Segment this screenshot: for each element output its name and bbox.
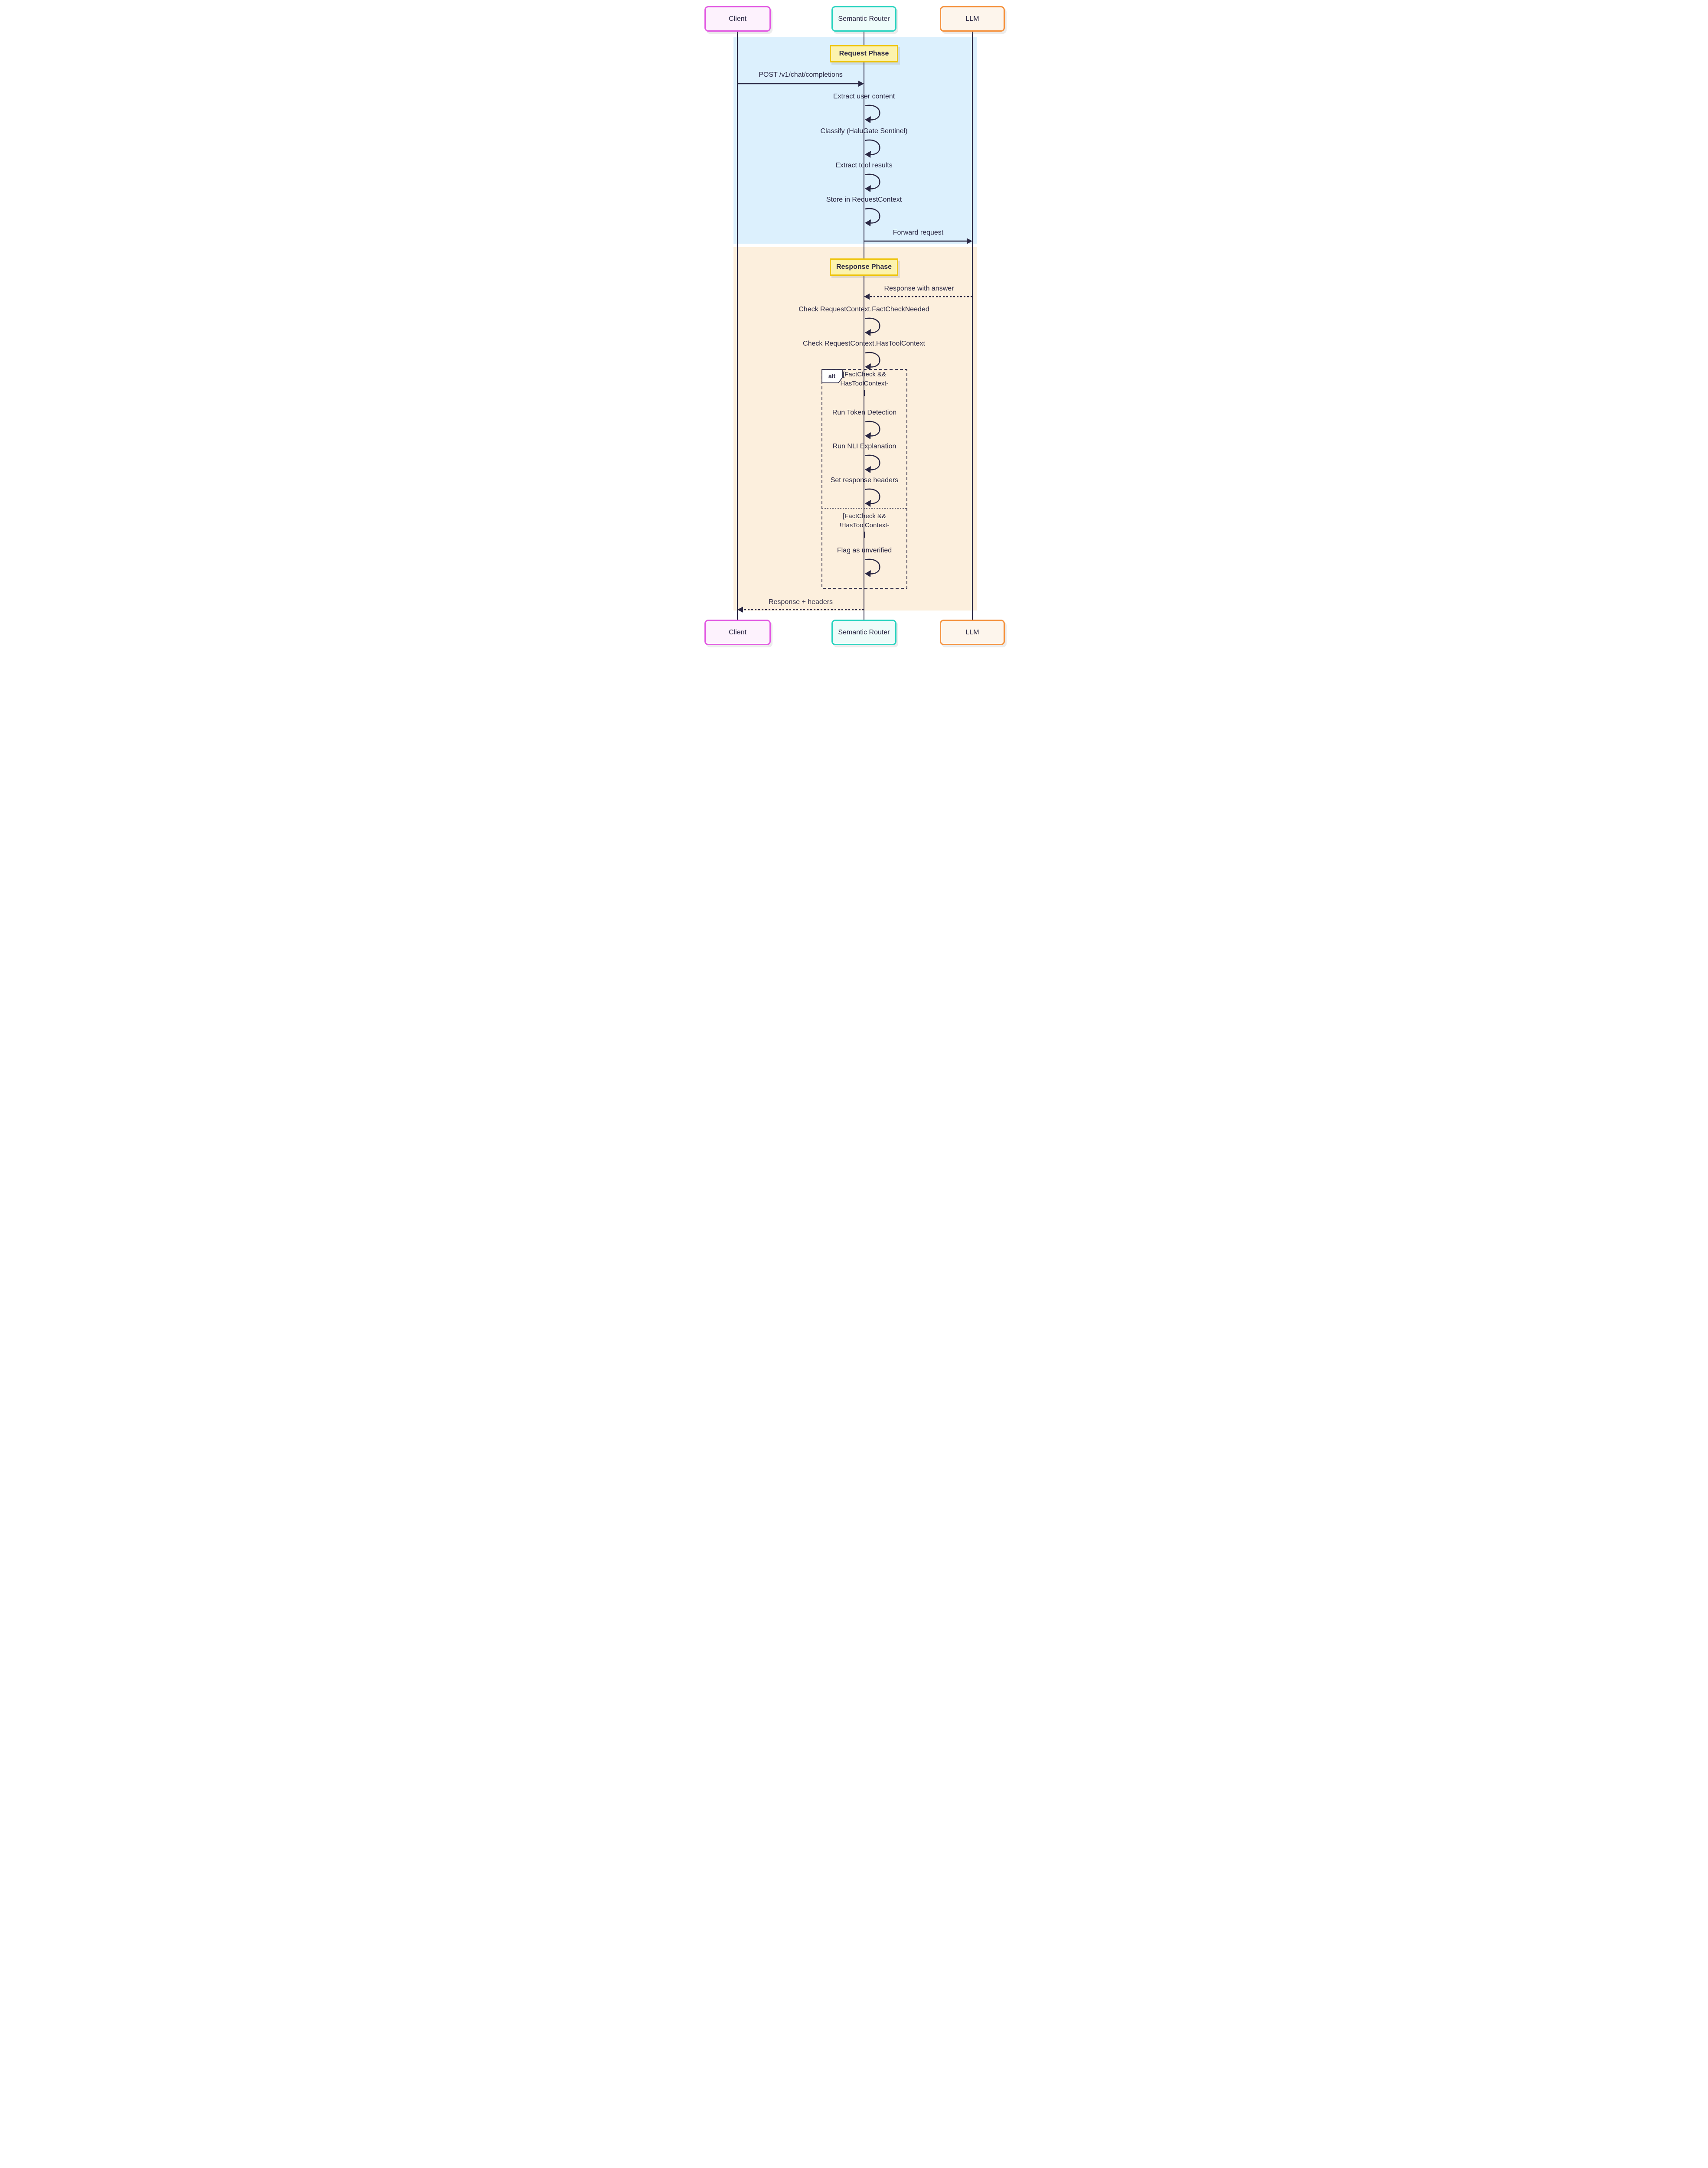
sequence-diagram: Client Semantic Router LLM Request Phase… xyxy=(683,0,1025,666)
actor-client-bottom-label: Client xyxy=(729,628,746,636)
actor-client-top-label: Client xyxy=(729,15,746,23)
run-nli-self-loop xyxy=(864,454,880,470)
actor-llm-bottom: LLM xyxy=(940,620,1005,645)
actor-client-top: Client xyxy=(704,6,771,32)
forward-arrowhead xyxy=(967,238,972,244)
msg-set-response-headers: Set response headers xyxy=(830,477,899,484)
response-phase-band xyxy=(733,247,977,611)
alt-condition-2: [FactCheck && !HasToolContext- ] xyxy=(839,513,890,538)
alt-frame xyxy=(821,369,907,589)
diagram-lines xyxy=(737,32,973,620)
msg-flag-as-unverified: Flag as unverified xyxy=(837,547,892,554)
msg-post-completions: POST /v1/chat/completions xyxy=(759,71,843,78)
actor-client-bottom: Client xyxy=(704,620,771,645)
actor-llm-bottom-label: LLM xyxy=(965,628,979,636)
msg-response-with-answer: Response with answer xyxy=(884,285,954,292)
flag-unverified-self-loop xyxy=(864,558,880,575)
actor-semantic-router-bottom-label: Semantic Router xyxy=(838,628,890,636)
msg-response-plus-headers: Response + headers xyxy=(768,598,833,606)
actor-semantic-router-bottom: Semantic Router xyxy=(831,620,896,645)
msg-check-factcheckneeded: Check RequestContext.FactCheckNeeded xyxy=(799,306,929,313)
run-token-self-loop xyxy=(864,421,880,437)
alt-label-box xyxy=(821,369,843,383)
response-answer-arrowhead xyxy=(864,294,870,300)
response-phase-note: Response Phase xyxy=(830,258,898,276)
msg-store-in-requestcontext: Store in RequestContext xyxy=(826,196,902,203)
response-headers-arrowhead xyxy=(737,607,743,613)
run-token-loop-arrowhead xyxy=(865,432,871,439)
run-nli-loop-arrowhead xyxy=(865,466,871,473)
msg-extract-user-content: Extract user content xyxy=(833,93,895,100)
msg-run-nli-explanation: Run NLI Explanation xyxy=(832,443,896,450)
classify-loop-arrowhead xyxy=(865,151,871,158)
msg-extract-tool-results: Extract tool results xyxy=(835,162,893,169)
set-headers-loop-arrowhead xyxy=(865,500,871,507)
set-headers-self-loop xyxy=(864,488,880,504)
check-factcheck-loop-arrowhead xyxy=(865,329,871,336)
msg-run-token-detection: Run Token Detection xyxy=(832,409,897,416)
actor-semantic-router-top: Semantic Router xyxy=(831,6,896,32)
check-toolctx-loop-arrowhead xyxy=(865,363,871,370)
request-phase-band xyxy=(733,37,977,244)
actor-semantic-router-top-label: Semantic Router xyxy=(838,15,890,23)
response-phase-note-label: Response Phase xyxy=(836,263,892,271)
request-phase-note: Request Phase xyxy=(830,45,898,62)
post-arrowhead xyxy=(858,81,864,87)
msg-forward-request: Forward request xyxy=(893,229,944,236)
store-ctx-self-loop xyxy=(864,208,880,224)
extract-tool-self-loop xyxy=(864,173,880,189)
extract-tool-loop-arrowhead xyxy=(865,185,871,192)
actor-llm-top-label: LLM xyxy=(965,15,979,23)
msg-check-hastoolcontext: Check RequestContext.HasToolContext xyxy=(803,340,925,347)
msg-classify-halugate-sentinel: Classify (HaluGate Sentinel) xyxy=(820,127,908,135)
alt-condition-1: [FactCheck && HasToolContext- ] xyxy=(840,371,889,396)
extract-user-self-loop xyxy=(864,104,880,121)
alt-operator-label: alt xyxy=(828,372,836,379)
classify-self-loop xyxy=(864,139,880,155)
check-toolctx-self-loop xyxy=(864,352,880,368)
store-ctx-loop-arrowhead xyxy=(865,219,871,226)
request-phase-note-label: Request Phase xyxy=(839,50,889,57)
actor-llm-top: LLM xyxy=(940,6,1005,32)
check-factcheck-self-loop xyxy=(864,317,880,333)
flag-unverified-loop-arrowhead xyxy=(865,570,871,577)
extract-user-loop-arrowhead xyxy=(865,116,871,123)
